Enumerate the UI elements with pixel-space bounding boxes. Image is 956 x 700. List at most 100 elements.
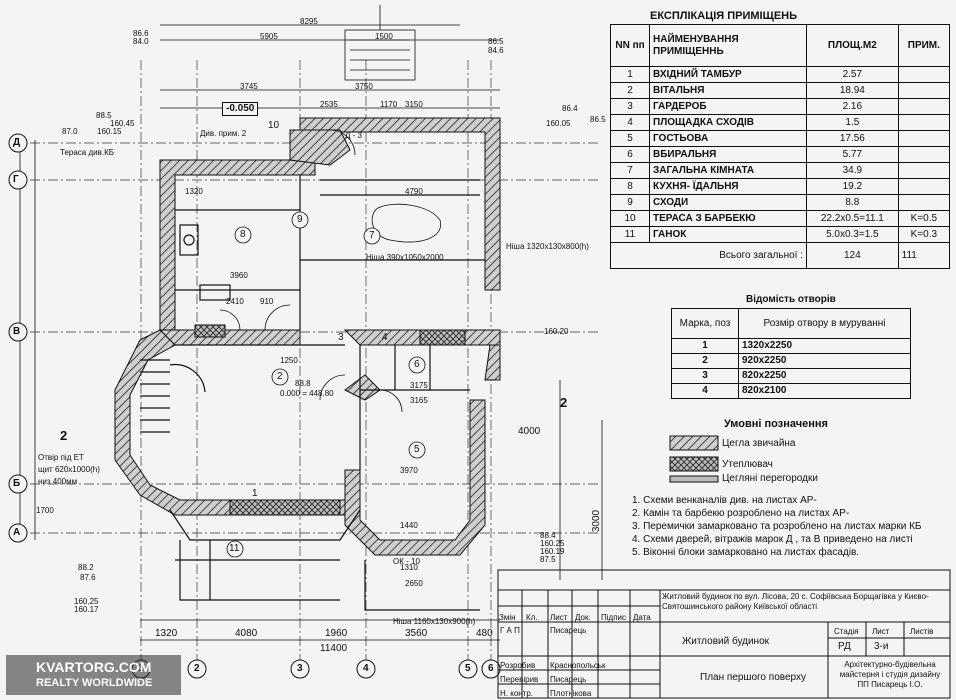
dimension: 1250: [280, 356, 298, 365]
dimension: 3745: [240, 82, 258, 91]
dimension: 4000: [518, 426, 541, 437]
room-number: 9: [297, 214, 303, 225]
stamp-stage-label: Стадія: [834, 627, 859, 636]
dimension: 4790: [405, 187, 423, 196]
explication-cell: 5.0х0.3=1.5: [806, 226, 899, 243]
dimension: 2535: [320, 100, 338, 109]
dimension: 3970: [400, 466, 418, 475]
stamp-object: Житловий будинок: [682, 636, 770, 647]
explication-cell: 4: [610, 114, 650, 131]
stamp-norm-name: Плотнікова: [550, 689, 592, 698]
explication-header: ПЛОЩ.М2: [806, 24, 899, 67]
explication-cell: [897, 146, 951, 163]
stamp-developed: Розробив: [500, 661, 536, 670]
dimension: 480: [476, 628, 493, 639]
dimension: 1440: [400, 521, 418, 530]
stamp-col: Підпис: [601, 613, 626, 622]
explication-cell: 22.2х0.5=11.1: [806, 210, 899, 227]
terrace-note: Тераса див.КБ: [60, 148, 114, 157]
stamp-col: Кл.: [526, 613, 538, 622]
footnote: 1. Схеми венканалів див. на листах АР-: [632, 495, 817, 506]
explication-cell: ВХІДНИЙ ТАМБУР: [649, 66, 807, 83]
elevation: 84.0: [133, 37, 149, 46]
explication-cell: ВБИРАЛЬНЯ: [649, 146, 807, 163]
elevation: 88.5: [96, 111, 112, 120]
explication-cell: 2: [610, 82, 650, 99]
elevation: 160.25: [74, 597, 99, 606]
dimension: 11400: [320, 643, 348, 654]
niche-note: Ніша 1160х130х900(h): [393, 617, 476, 626]
elevation: 160.05: [546, 119, 571, 128]
dimension: 8295: [300, 17, 318, 26]
elevation: 160.15: [97, 127, 122, 136]
explication-cell: 19.2: [806, 178, 899, 195]
explication-cell: [897, 66, 951, 83]
grid-row-label: Д: [13, 137, 21, 148]
stamp-checked-name: Писарець: [550, 675, 587, 684]
explication-cell: [897, 82, 951, 99]
openings-cell: 4: [671, 383, 739, 399]
dimension: 1500: [375, 32, 393, 41]
legend-item: Цегляні перегородки: [722, 473, 818, 484]
explication-cell: 8.8: [806, 194, 899, 211]
openings-cell: 920х2250: [738, 353, 911, 369]
stamp-col: Лист: [550, 613, 568, 622]
dimension: 1310: [400, 563, 418, 572]
explication-cell: ПЛОЩАДКА СХОДІВ: [649, 114, 807, 131]
dimension: 910: [260, 297, 274, 306]
grid-col-label: 5: [465, 663, 471, 674]
grid-col-label: 6: [488, 663, 494, 674]
stamp-developed-name: Краснопольськ: [550, 661, 606, 670]
grid-col-label: 4: [363, 663, 369, 674]
dimension: 1170: [380, 100, 398, 109]
dimension: 3165: [410, 396, 428, 405]
elevation: 87.0: [62, 127, 78, 136]
explication-cell: 5.77: [806, 146, 899, 163]
explication-cell: КУХНЯ- ЇДАЛЬНЯ: [649, 178, 807, 195]
elevation: 87.6: [80, 573, 96, 582]
explication-header: НАЙМЕНУВАННЯ ПРИМІЩЕННЬ: [649, 24, 807, 67]
explication-cell: 11: [610, 226, 650, 243]
room-number: 3: [338, 332, 344, 343]
elevation: 160.17: [74, 605, 99, 614]
room-number: 5: [414, 444, 420, 455]
room-number: 2: [277, 371, 283, 382]
stamp-col: Дата: [633, 613, 651, 622]
openings-cell: 820х2100: [738, 383, 911, 399]
dimension: 3960: [230, 271, 248, 280]
openings-cell: 820х2250: [738, 368, 911, 384]
dimension: 3750: [355, 82, 373, 91]
openings-header: Марка, поз: [671, 308, 739, 339]
openings-cell: 3: [671, 368, 739, 384]
explication-cell: ГАНОК: [649, 226, 807, 243]
stamp-norm: Н. контр.: [500, 689, 534, 698]
room-number: 7: [369, 230, 375, 241]
explication-cell: 1.5: [806, 114, 899, 131]
openings-cell: 1320х2250: [738, 338, 911, 354]
explication-title: ЕКСПЛІКАЦІЯ ПРИМІЩЕНЬ: [650, 10, 798, 22]
explication-cell: 2.57: [806, 66, 899, 83]
stamp-col: Змін: [499, 613, 516, 622]
elevation: 86.5: [590, 115, 606, 124]
elevation: 88.4: [540, 531, 556, 540]
explication-cell: 7: [610, 162, 650, 179]
stamp-gap-name: Писарець: [550, 626, 587, 635]
explication-cell: 18.94: [806, 82, 899, 99]
stamp-sheet-title: План першого поверху: [700, 672, 806, 683]
explication-cell: 2.16: [806, 98, 899, 115]
dimension: 3150: [405, 100, 423, 109]
elevation: 87.5: [540, 555, 556, 564]
explication-table: NN пп НАЙМЕНУВАННЯ ПРИМІЩЕННЬ ПЛОЩ.М2 ПР…: [610, 24, 951, 269]
explication-cell: СХОДИ: [649, 194, 807, 211]
niche-note: Ніша 390х1050х2000: [366, 253, 444, 262]
legend-title: Умовні позначення: [724, 418, 828, 430]
total-label: Всього загальної :: [610, 242, 807, 269]
